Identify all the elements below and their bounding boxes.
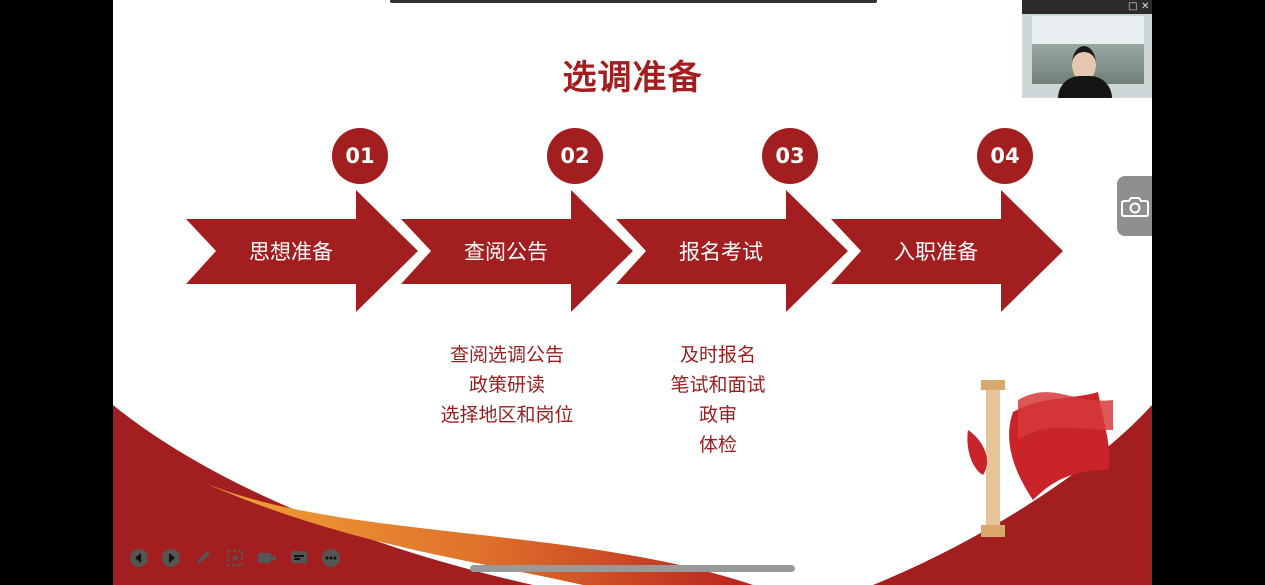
video-button[interactable] [256,548,277,569]
maximize-icon[interactable]: □ [1128,1,1138,12]
presentation-toolbar [128,547,341,569]
step-label-2: 查阅公告 [464,240,548,264]
select-icon [226,550,243,566]
step-label-4: 入职准备 [894,240,978,264]
presenter-body [1058,76,1112,98]
pen-button[interactable] [192,548,213,569]
top-control-bar [390,0,877,3]
flag-pillar-decoration [967,380,1113,537]
step-number-03: 03 [762,128,818,184]
next-icon [161,549,180,567]
camera-icon [1120,197,1149,217]
step-label-3: 报名考试 [679,240,763,264]
detail-item: 政审 [698,404,737,426]
step-number-04: 04 [977,128,1033,184]
slide-decoration [113,190,1152,585]
more-icon [321,549,340,567]
prev-button[interactable] [128,548,149,569]
presentation-slide: 选调准备 01 02 03 04 思想准备 查阅公告 报名考试 入职准备 查阅选… [113,0,1152,585]
select-button[interactable] [224,548,245,569]
process-arrows [186,190,1063,312]
step-number-01: 01 [332,128,388,184]
video-icon [258,553,276,563]
detail-item: 及时报名 [679,344,756,366]
detail-item: 查阅选调公告 [449,344,564,366]
step3-details: 及时报名 笔试和面试 政审 体检 [608,340,828,460]
step-number-02: 02 [547,128,603,184]
more-button[interactable] [320,548,341,569]
camera-button[interactable] [1117,176,1152,236]
detail-item: 笔试和面试 [670,374,766,396]
next-button[interactable] [160,548,181,569]
subtitle-button[interactable] [288,548,309,569]
detail-item: 政策研读 [468,374,545,396]
prev-icon [129,549,148,567]
webcam-titlebar [1022,0,1152,14]
slide-title: 选调准备 [562,58,703,98]
home-indicator-bar[interactable] [470,565,795,572]
webcam-preview[interactable]: □ ✕ [1022,0,1152,98]
pen-icon [196,551,210,564]
detail-item: 选择地区和岗位 [440,404,574,426]
step-label-1: 思想准备 [249,240,333,264]
close-icon[interactable]: ✕ [1141,1,1150,12]
detail-item: 体检 [698,434,737,456]
webcam-banner [1032,16,1144,46]
subtitle-icon [290,551,307,563]
step2-details: 查阅选调公告 政策研读 选择地区和岗位 [397,340,617,430]
